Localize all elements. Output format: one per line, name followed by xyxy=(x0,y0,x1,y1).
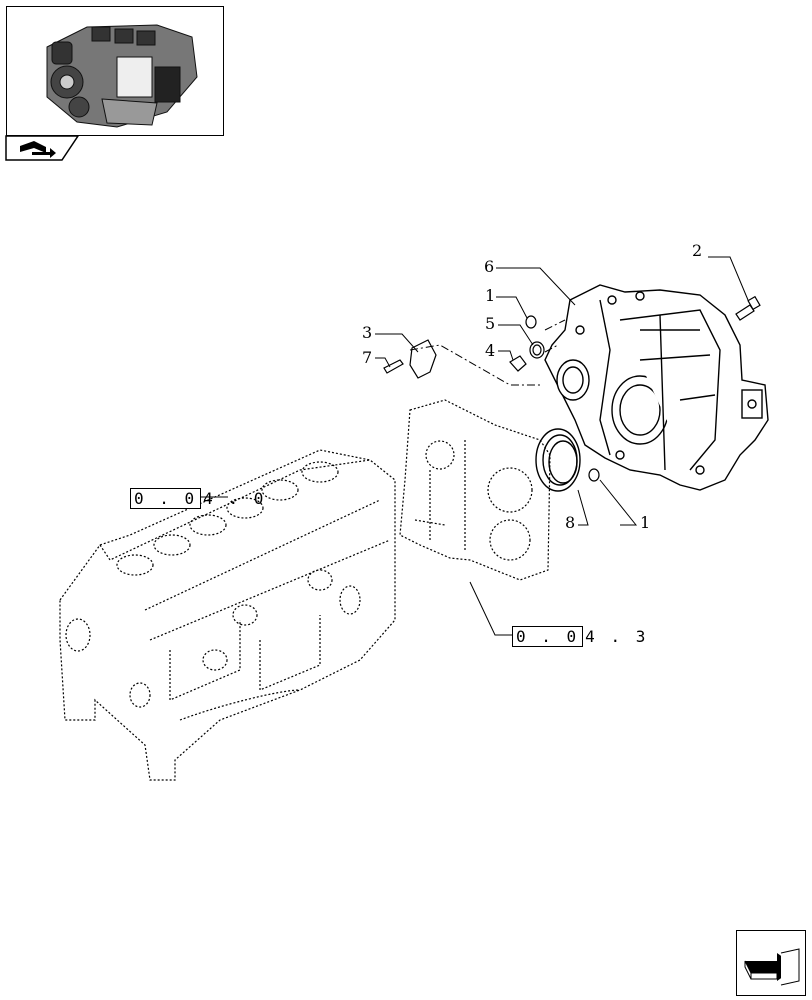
reference-block-boxed: 0 . 0 xyxy=(130,488,202,509)
front-plate-phantom xyxy=(399,399,551,581)
small-parts xyxy=(383,295,761,482)
book-arrow-icon xyxy=(20,141,56,158)
reference-front-plate-boxed: 0 . 0 xyxy=(512,626,584,647)
engine-block-phantom xyxy=(59,449,396,781)
callout-3: 3 xyxy=(362,323,373,342)
callout-2: 2 xyxy=(692,241,703,260)
engine-thumbnail xyxy=(6,6,224,136)
reference-block-rest: 4 . 0 xyxy=(203,489,267,508)
thumbnail-tab xyxy=(5,135,80,161)
callout-1-upper: 1 xyxy=(485,286,496,305)
callout-1-lower: 1 xyxy=(640,513,651,532)
callout-6: 6 xyxy=(484,257,495,276)
assembly-line xyxy=(409,344,540,386)
seal-ring xyxy=(535,428,581,492)
callout-5: 5 xyxy=(485,314,496,333)
reference-block[interactable]: 0 . 0 4 . 0 xyxy=(130,488,266,509)
leader-lines xyxy=(186,256,749,636)
next-page-button[interactable] xyxy=(736,930,806,996)
next-page-arrow-icon xyxy=(744,948,800,986)
callout-4: 4 xyxy=(485,341,496,360)
engine-thumbnail-icon xyxy=(46,24,198,128)
callout-8: 8 xyxy=(565,513,576,532)
reference-front-plate[interactable]: 0 . 0 4 . 3 xyxy=(512,626,648,647)
reference-front-plate-rest: 4 . 3 xyxy=(585,627,649,646)
flywheel-housing xyxy=(544,284,769,491)
callout-7: 7 xyxy=(362,348,373,367)
